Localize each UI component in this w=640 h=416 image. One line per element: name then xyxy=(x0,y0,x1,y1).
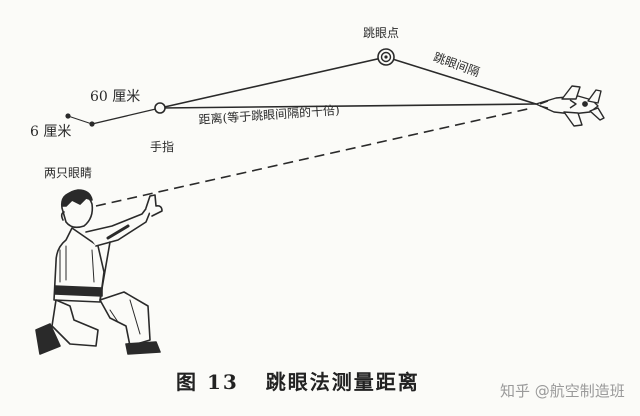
line-eyes-to-finger xyxy=(91,107,161,125)
sixty-cm-label: 60 厘米 xyxy=(90,89,141,105)
watermark: 知乎 @航空制造班 xyxy=(500,382,625,400)
airplane-icon xyxy=(535,85,605,127)
line-jump-point-to-plane xyxy=(385,56,537,105)
two-eyes-label: 两只眼睛 xyxy=(44,166,93,180)
line-finger-to-plane xyxy=(159,103,537,109)
right-eye-point xyxy=(89,121,95,127)
line-finger-to-jump-point xyxy=(159,56,387,109)
left-eye-point xyxy=(65,113,71,119)
jump-point-label: 跳眼点 xyxy=(363,26,400,40)
figure-caption: 图 13 跳眼法测量距离 xyxy=(176,366,420,395)
kneeling-soldier-figure xyxy=(35,189,163,355)
finger-point xyxy=(154,102,166,114)
finger-label: 手指 xyxy=(150,140,175,154)
line-eye-spacing xyxy=(67,115,93,125)
figure-number: 图 13 xyxy=(176,370,239,394)
line-dashed-sight xyxy=(95,107,533,207)
figure-title: 跳眼法测量距离 xyxy=(265,370,420,394)
six-cm-label: 6 厘米 xyxy=(30,124,72,140)
bullseye-icon xyxy=(377,48,395,66)
